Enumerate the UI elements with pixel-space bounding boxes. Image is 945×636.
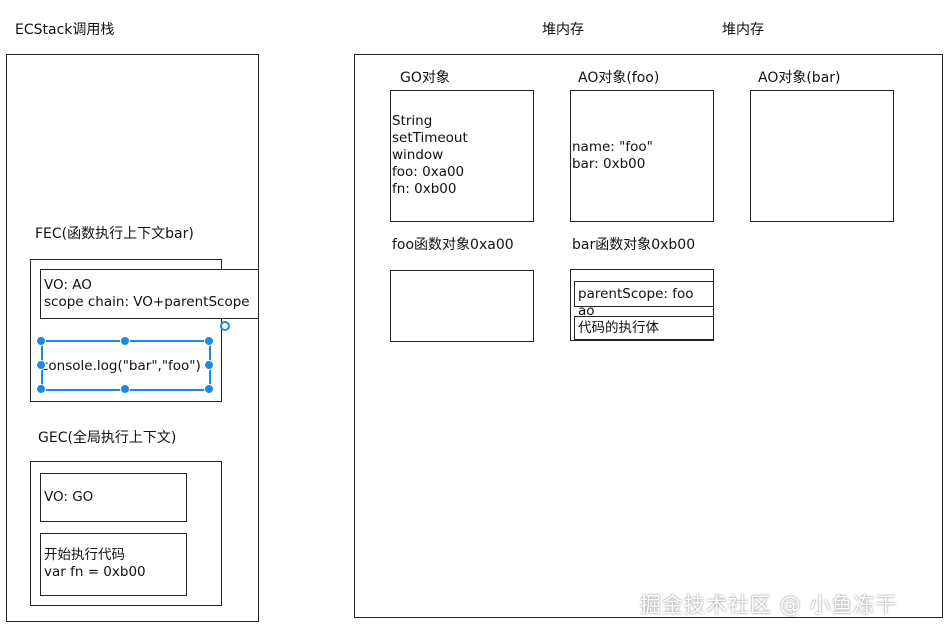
rotate-handle-icon[interactable]: [220, 321, 230, 331]
ao-bar-box[interactable]: [750, 90, 894, 222]
ao-foo-content: name: "foo" bar: 0xb00: [572, 139, 653, 172]
fec-code-text[interactable]: console.log("bar","foo"): [41, 358, 201, 374]
go-object-box[interactable]: String setTimeout window foo: 0xa00 fn: …: [390, 90, 534, 222]
bar-parent-scope-text: parentScope: foo ao: [578, 286, 694, 319]
gec-label: GEC(全局执行上下文): [38, 430, 177, 446]
foo-function-box[interactable]: [390, 270, 534, 342]
fec-vo-line2: scope chain: VO+parentScope: [44, 294, 250, 310]
fec-vo-line1: VO: AO: [44, 277, 92, 293]
resize-handle-bottom-right[interactable]: [204, 384, 214, 394]
bar-parent-scope-box[interactable]: parentScope: foo ao: [574, 281, 714, 319]
ecstack-title: ECStack调用栈: [15, 22, 115, 38]
gec-code-line2: var fn = 0xb00: [44, 564, 146, 580]
gec-vo-text: VO: GO: [44, 489, 94, 505]
resize-handle-bottom-left[interactable]: [36, 384, 46, 394]
ao-bar-label: AO对象(bar): [758, 70, 841, 86]
resize-handle-top-left[interactable]: [36, 336, 46, 346]
resize-handle-bottom[interactable]: [120, 384, 130, 394]
go-object-content: String setTimeout window foo: 0xa00 fn: …: [392, 113, 468, 197]
gec-vo-box[interactable]: VO: GO: [40, 473, 187, 522]
fec-label: FEC(函数执行上下文bar): [35, 226, 194, 242]
ao-foo-box[interactable]: name: "foo" bar: 0xb00: [570, 90, 714, 222]
bar-function-label: bar函数对象0xb00: [572, 237, 696, 253]
foo-function-label: foo函数对象0xa00: [392, 237, 514, 253]
watermark-text: 掘金技术社区 @ 小鱼冻干: [640, 593, 898, 617]
resize-handle-top[interactable]: [120, 336, 130, 346]
go-object-label: GO对象: [400, 70, 450, 86]
ao-foo-label: AO对象(foo): [578, 70, 660, 86]
resize-handle-top-right[interactable]: [204, 336, 214, 346]
heap-title-2: 堆内存: [722, 22, 764, 38]
heap-title-1: 堆内存: [542, 22, 584, 38]
bar-code-body-box[interactable]: 代码的执行体: [574, 316, 714, 340]
resize-handle-right[interactable]: [204, 360, 214, 370]
gec-code-line1: 开始执行代码: [44, 547, 125, 563]
resize-handle-left[interactable]: [36, 360, 46, 370]
fec-vo-box[interactable]: VO: AO scope chain: VO+parentScope: [40, 269, 259, 319]
gec-code-box[interactable]: 开始执行代码 var fn = 0xb00: [40, 533, 187, 596]
bar-code-body-text: 代码的执行体: [578, 320, 659, 336]
